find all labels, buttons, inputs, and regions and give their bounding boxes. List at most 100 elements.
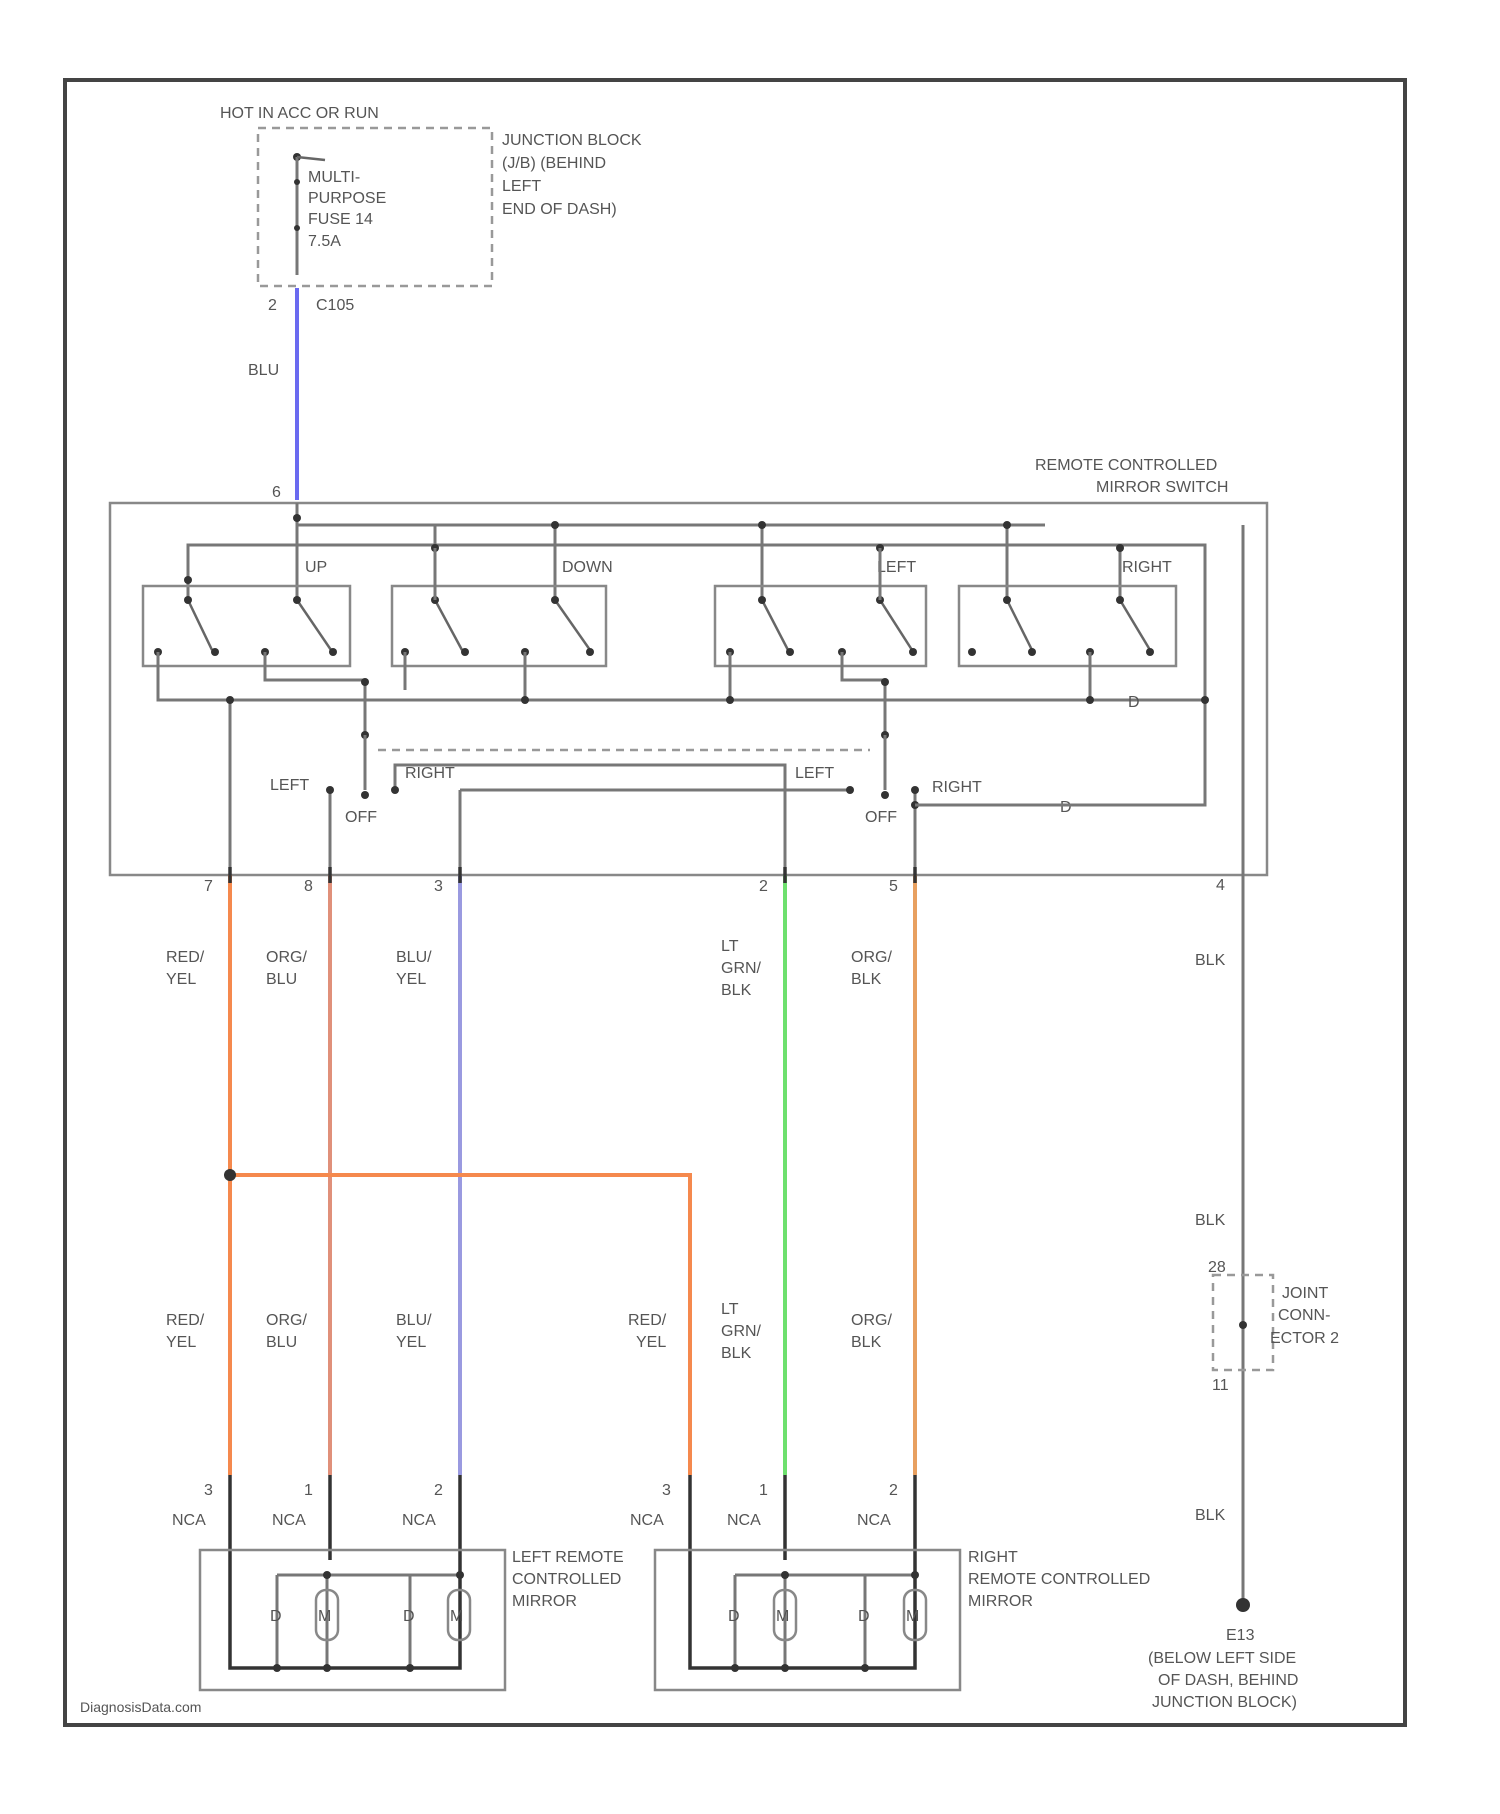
output-top-label-1-0: ORG/ [266, 949, 307, 966]
red-yel-branch: RED/ YEL 3 NCA [224, 1169, 690, 1560]
output-bottom-label-3-2: BLK [721, 1345, 752, 1362]
output-bottom-label-3-0: LT [721, 1301, 739, 1318]
output-bottom-label-4-1: BLK [851, 1334, 882, 1351]
output-pin-4: 5 [889, 878, 898, 895]
branch-nca: NCA [630, 1512, 664, 1529]
switch-title-1: REMOTE CONTROLLED [1035, 457, 1217, 474]
left-mirror-line-2: CONTROLLED [512, 1571, 621, 1588]
output-top-label-3-2: BLK [721, 982, 752, 999]
output-nca-3: NCA [727, 1512, 761, 1529]
output-mirror-pin-1: 1 [304, 1482, 313, 1499]
output-mirror-pin-3: 1 [759, 1482, 768, 1499]
output-bottom-label-2-0: BLU/ [396, 1312, 432, 1329]
joint-pin-bottom: 11 [1212, 1377, 1229, 1394]
mirror-switch: REMOTE CONTROLLED MIRROR SWITCH 6 UP DOW… [110, 457, 1267, 875]
ground-pin: 4 [1216, 877, 1225, 894]
output-mirror-pin-4: 2 [889, 1482, 898, 1499]
select-right-off: OFF [865, 809, 897, 826]
output-nca-0: NCA [172, 1512, 206, 1529]
joint-pin-top: 28 [1208, 1259, 1226, 1276]
fuse-pin: 2 [268, 297, 277, 314]
output-top-label-1-1: BLU [266, 971, 297, 988]
switch-input-pin: 6 [272, 484, 281, 501]
left-mirror: LEFT REMOTE CONTROLLED MIRROR M M D D [200, 1549, 624, 1690]
ground-line-3: JUNCTION BLOCK) [1152, 1694, 1297, 1711]
output-pin-2: 3 [434, 878, 443, 895]
joint-line-2: CONN- [1278, 1307, 1330, 1324]
output-top-label-0-1: YEL [166, 971, 196, 988]
fuse-connector: C105 [316, 297, 354, 314]
switch-diode-upper: D [1128, 694, 1140, 711]
right-mirror: RIGHT REMOTE CONTROLLED MIRROR M M D D [655, 1549, 1150, 1690]
ground-line-2: OF DASH, BEHIND [1158, 1672, 1298, 1689]
output-wires: 7RED/YELRED/YEL3NCA8ORG/BLUORG/BLU1NCA3B… [166, 867, 915, 1560]
fuse-line-1: MULTI- [308, 169, 360, 186]
select-left-right-label: RIGHT [405, 765, 455, 782]
feed-wire-label: BLU [248, 362, 279, 379]
right-motor-1-icon: M [776, 1608, 789, 1625]
output-bottom-label-2-1: YEL [396, 1334, 426, 1351]
output-top-label-2-0: BLU/ [396, 949, 432, 966]
right-mirror-line-3: MIRROR [968, 1593, 1033, 1610]
watermark: DiagnosisData.com [80, 1699, 201, 1715]
ground-id: E13 [1226, 1627, 1255, 1644]
output-bottom-label-3-1: GRN/ [721, 1323, 762, 1340]
ground-point-icon [1236, 1598, 1250, 1612]
output-pin-1: 8 [304, 878, 313, 895]
dir-label-right: RIGHT [1122, 559, 1172, 576]
junction-line-4: END OF DASH) [502, 201, 617, 218]
output-mirror-pin-0: 3 [204, 1482, 213, 1499]
fuse-line-2: PURPOSE [308, 190, 386, 207]
select-left-label: LEFT [270, 777, 309, 794]
diagram-frame [65, 80, 1405, 1725]
output-bottom-label-1-0: ORG/ [266, 1312, 307, 1329]
ground-blk-2: BLK [1195, 1212, 1226, 1229]
left-diode-2-icon: D [403, 1608, 415, 1625]
output-nca-1: NCA [272, 1512, 306, 1529]
output-top-label-3-1: GRN/ [721, 960, 762, 977]
junction-line-3: LEFT [502, 178, 541, 195]
joint-line-3: ECTOR 2 [1270, 1330, 1339, 1347]
output-top-label-4-1: BLK [851, 971, 882, 988]
dir-label-up: UP [305, 559, 327, 576]
hot-label: HOT IN ACC OR RUN [220, 105, 379, 122]
output-top-label-4-0: ORG/ [851, 949, 892, 966]
junction-line-2: (J/B) (BEHIND [502, 155, 606, 172]
fuse-line-4: 7.5A [308, 233, 341, 250]
output-pin-3: 2 [759, 878, 768, 895]
output-bottom-label-0-0: RED/ [166, 1312, 205, 1329]
output-bottom-label-1-1: BLU [266, 1334, 297, 1351]
output-bottom-label-0-1: YEL [166, 1334, 196, 1351]
right-mirror-line-1: RIGHT [968, 1549, 1018, 1566]
ground-path: 4 BLK BLK 28 11 JOINT CONN- ECTOR 2 BLK … [1148, 875, 1339, 1711]
ground-blk-3: BLK [1195, 1507, 1226, 1524]
branch-label-1: RED/ [628, 1312, 667, 1329]
left-diode-1-icon: D [270, 1608, 282, 1625]
branch-label-2: YEL [636, 1334, 666, 1351]
fuse-line-3: FUSE 14 [308, 211, 373, 228]
output-bottom-label-4-0: ORG/ [851, 1312, 892, 1329]
right-motor-2-icon: M [906, 1608, 919, 1625]
output-pin-0: 7 [204, 878, 213, 895]
output-mirror-pin-2: 2 [434, 1482, 443, 1499]
switch-diode-lower: D [1060, 799, 1072, 816]
output-top-label-3-0: LT [721, 938, 739, 955]
dir-label-left: LEFT [877, 559, 916, 576]
left-mirror-line-3: MIRROR [512, 1593, 577, 1610]
branch-mirror-pin: 3 [662, 1482, 671, 1499]
output-top-label-0-0: RED/ [166, 949, 205, 966]
joint-line-1: JOINT [1282, 1285, 1328, 1302]
left-mirror-line-1: LEFT REMOTE [512, 1549, 624, 1566]
junction-line-1: JUNCTION BLOCK [502, 132, 642, 149]
output-nca-2: NCA [402, 1512, 436, 1529]
right-diode-1-icon: D [728, 1608, 740, 1625]
output-top-label-2-1: YEL [396, 971, 426, 988]
ground-blk-1: BLK [1195, 952, 1226, 969]
ground-line-1: (BELOW LEFT SIDE [1148, 1650, 1296, 1667]
switch-title-2: MIRROR SWITCH [1096, 479, 1228, 496]
junction-block: HOT IN ACC OR RUN MULTI- PURPOSE FUSE 14… [220, 105, 642, 314]
select-right-left-label: LEFT [795, 765, 834, 782]
select-right-right-label: RIGHT [932, 779, 982, 796]
select-left-off: OFF [345, 809, 377, 826]
